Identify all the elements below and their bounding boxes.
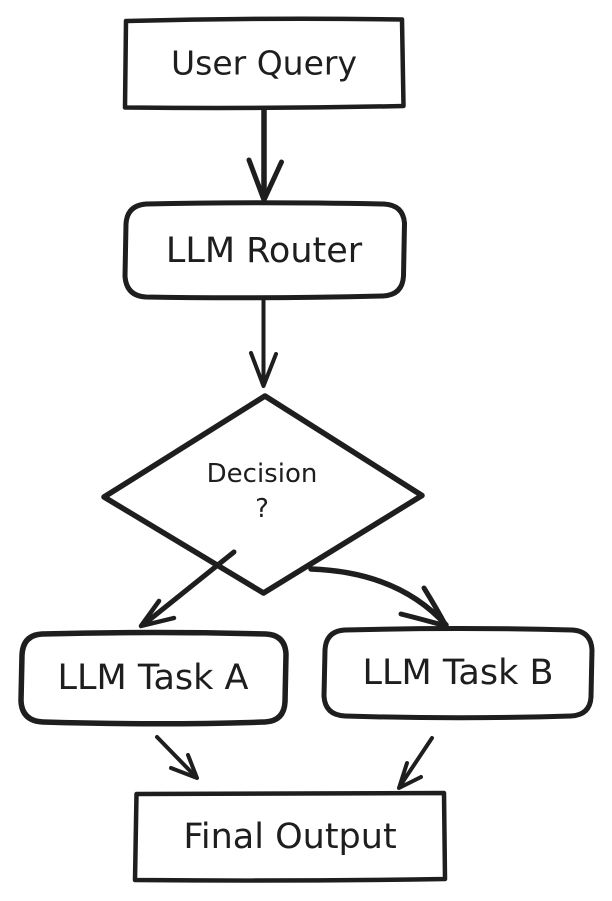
arrow-head-icon <box>249 351 278 388</box>
arrow-head-icon <box>246 157 284 203</box>
node-decision: Decision ? <box>101 393 425 596</box>
arrow-shaft <box>155 735 198 779</box>
node-final-output: Final Output <box>132 790 448 883</box>
edge-router-to-decision <box>249 297 278 388</box>
arrow-shaft <box>398 736 434 788</box>
arrow-head-icon <box>397 761 423 790</box>
arrow-head-icon <box>169 753 199 780</box>
node-user-query: User Query <box>122 16 406 111</box>
decision-label: Decision <box>207 459 318 489</box>
node-llm-router: LLM Router <box>122 200 407 301</box>
llm-task-b-label: LLM Task B <box>363 653 554 693</box>
user-query-label: User Query <box>171 44 357 83</box>
arrow-head-icon <box>398 585 449 629</box>
decision-diamond <box>101 393 425 596</box>
llm-task-a-label: LLM Task A <box>58 658 249 698</box>
final-output-box <box>132 790 448 883</box>
edge-task-a-to-final <box>155 735 199 780</box>
edge-decision-to-task-b <box>308 566 449 629</box>
llm-task-b-box <box>321 626 595 721</box>
node-llm-task-b: LLM Task B <box>321 626 595 721</box>
arrow-head-icon <box>138 598 177 629</box>
edge-user-query-to-router <box>246 107 284 203</box>
arrow-shaft <box>308 566 449 628</box>
edge-decision-to-task-a <box>138 549 237 629</box>
llm-router-box <box>122 200 407 301</box>
llm-router-label: LLM Router <box>166 231 363 271</box>
user-query-box <box>122 16 406 111</box>
decision-question-mark: ? <box>255 494 269 524</box>
final-output-label: Final Output <box>183 817 396 857</box>
arrow-shaft <box>140 549 237 628</box>
node-llm-task-a: LLM Task A <box>18 629 289 727</box>
edge-task-b-to-final <box>397 736 434 790</box>
llm-task-a-box <box>18 629 289 727</box>
